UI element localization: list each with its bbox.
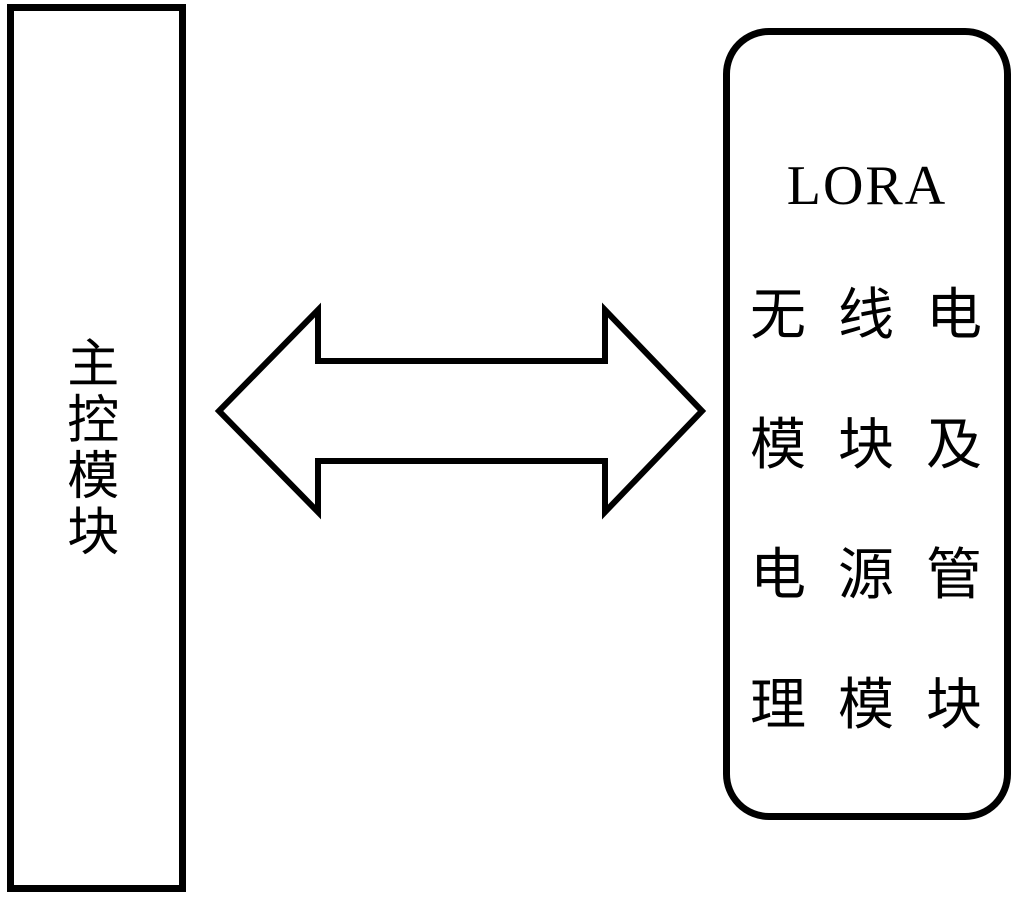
main-control-module-box: 主控模块	[7, 4, 186, 892]
lora-module-label-line-1: LORA	[786, 155, 948, 217]
lora-module-label-line-5: 理 模 块	[750, 675, 984, 737]
lora-module-label-line-2: 无 线 电	[750, 285, 984, 347]
lora-module-label-line-4: 电 源 管	[750, 545, 984, 607]
main-control-module-label: 主控模块	[58, 336, 116, 560]
lora-module-label-line-3: 模 块 及	[750, 415, 984, 477]
lora-power-management-module-box: LORA 无 线 电 模 块 及 电 源 管 理 模 块	[723, 28, 1011, 820]
bidirectional-arrow-icon	[214, 302, 707, 520]
